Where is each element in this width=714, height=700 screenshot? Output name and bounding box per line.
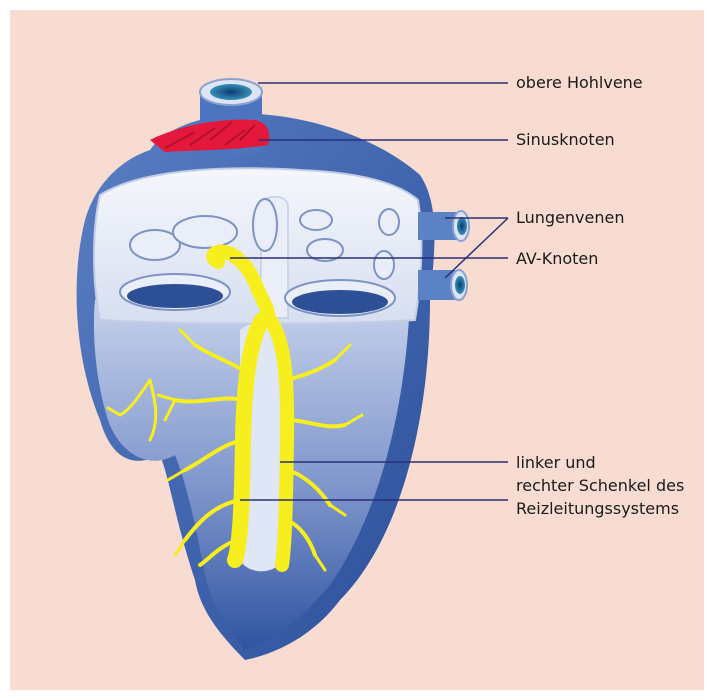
label-pulmonary-veins: Lungenvenen xyxy=(516,206,625,229)
label-bundle-line3: Reizleitungssystems xyxy=(516,497,679,520)
label-bundle-line2: rechter Schenkel des xyxy=(516,474,684,497)
label-superior-vena-cava: obere Hohlvene xyxy=(516,71,643,94)
label-sinus-node: Sinusknoten xyxy=(516,128,615,151)
label-bundle-line1: linker und xyxy=(516,451,596,474)
label-av-node: AV-Knoten xyxy=(516,247,598,270)
